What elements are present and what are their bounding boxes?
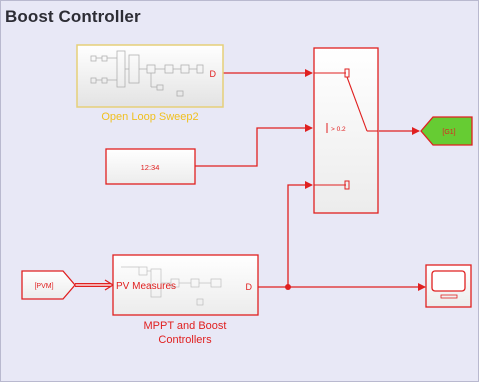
open-loop-sweep-subsystem[interactable]: D <box>76 44 224 108</box>
goto-tag: [G1] <box>442 129 455 136</box>
mppt-name-line1: MPPT and Boost <box>144 320 227 332</box>
constant-value: 12:34 <box>141 163 160 172</box>
branch-point <box>285 284 291 290</box>
open-loop-out-port-label: D <box>210 69 217 79</box>
signal-line-branch-to-switch[interactable] <box>287 181 313 287</box>
signal-line-constant-to-switch[interactable] <box>195 124 313 167</box>
goto-block[interactable]: [G1] <box>420 116 473 146</box>
scope-screen-icon <box>431 270 466 292</box>
from-tag: [PVM] <box>34 283 53 290</box>
constant-block[interactable]: 12:34 <box>105 148 196 185</box>
mppt-out-port-label: D <box>246 282 253 292</box>
switch-block[interactable]: > 0.2 <box>313 47 379 214</box>
from-block[interactable]: [PVM] <box>21 270 76 300</box>
mppt-subsystem[interactable]: PV Measures D <box>112 254 259 316</box>
mppt-name-line2: Controllers <box>158 334 212 346</box>
scope-block[interactable] <box>425 264 472 308</box>
open-loop-sweep-name: Open Loop Sweep2 <box>101 111 198 123</box>
page-title: Boost Controller <box>5 7 141 26</box>
switch-threshold: > 0.2 <box>331 126 346 133</box>
mppt-in-port-label: PV Measures <box>116 281 176 292</box>
